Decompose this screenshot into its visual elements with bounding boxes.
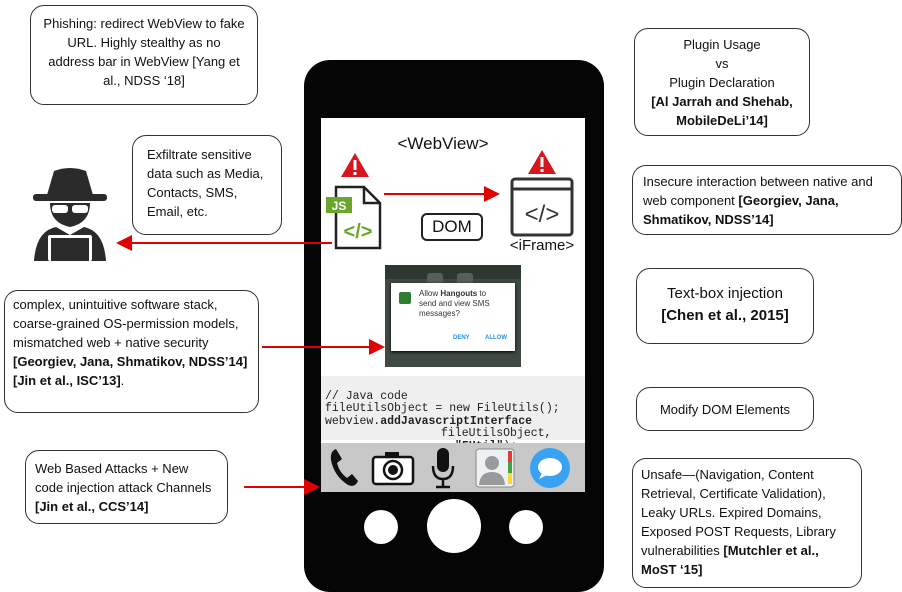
- exfiltrate-note: Exfiltrate sensitive data such as Media,…: [132, 135, 282, 235]
- complex-text: complex, unintuitive software stack, coa…: [13, 297, 239, 350]
- js-file-icon: JS </>: [326, 185, 382, 250]
- plugin-line3: Plugin Declaration: [669, 75, 775, 90]
- unsafe-citation: [Mutchler et al., MoST ‘15]: [641, 543, 819, 577]
- right-button[interactable]: [509, 510, 543, 544]
- hacker-icon: [33, 168, 107, 261]
- contacts-icon[interactable]: [474, 447, 516, 489]
- insecure-text: Insecure interaction between native and …: [643, 174, 873, 208]
- webattacks-citation: [Jin et al., CCS’14]: [35, 499, 149, 514]
- unsafe-note: Unsafe—(Navigation, Content Retrieval, C…: [632, 458, 862, 588]
- textbox-citation: [Chen et al., 2015]: [661, 307, 789, 324]
- textbox-title: Text-box injection: [667, 285, 783, 302]
- plugin-line2: vs: [715, 56, 729, 71]
- dom-label: DOM: [432, 217, 472, 236]
- dialog-title-pre: Allow: [419, 289, 441, 298]
- plugin-citation: [Al Jarrah and Shehab, MobileDeLi’14]: [651, 94, 793, 128]
- messages-icon[interactable]: [528, 446, 572, 490]
- hangouts-icon: [399, 292, 411, 304]
- code-line-3: webview.addJavascriptInterface: [325, 414, 533, 428]
- webattacks-note: Web Based Attacks + New code injection a…: [25, 450, 228, 524]
- js-badge-label: JS: [332, 199, 347, 213]
- complex-citation: [Georgiev, Jana, Shmatikov, NDSS’14] [Ji…: [13, 354, 248, 388]
- plugin-line1: Plugin Usage: [683, 37, 761, 52]
- iframe-code-glyph: </>: [525, 201, 560, 228]
- warning-icon: [528, 150, 556, 174]
- code-comment: // Java code: [325, 389, 408, 403]
- dialog-line3: messages?: [419, 309, 460, 318]
- insecure-citation: [Georgiev, Jana, Shmatikov, NDSS’14]: [643, 193, 839, 227]
- code-block: // Java code fileUtilsObject = new FileU…: [321, 376, 585, 452]
- home-button[interactable]: [427, 499, 481, 553]
- complex-note: complex, unintuitive software stack, coa…: [4, 290, 259, 413]
- iframe-label: <iFrame>: [509, 237, 575, 254]
- complex-tail: .: [120, 373, 125, 388]
- phishing-text: Phishing: redirect WebView to fake URL. …: [43, 16, 245, 88]
- iframe-icon: </>: [510, 177, 574, 237]
- phone-icon[interactable]: [328, 446, 360, 488]
- exfiltrate-text: Exfiltrate sensitive data such as Media,…: [147, 147, 264, 219]
- left-button[interactable]: [364, 510, 398, 544]
- permission-screenshot: Allow Hangouts to send and view SMS mess…: [385, 265, 521, 367]
- microphone-icon[interactable]: [430, 446, 456, 490]
- deny-button[interactable]: DENY: [453, 335, 470, 341]
- webattacks-text: Web Based Attacks + New code injection a…: [35, 461, 212, 495]
- code-line-4: fileUtilsObject,: [441, 427, 552, 440]
- insecure-note: Insecure interaction between native and …: [632, 165, 902, 235]
- permission-dialog: Allow Hangouts to send and view SMS mess…: [391, 283, 515, 351]
- plugin-note: Plugin Usage vs Plugin Declaration [Al J…: [634, 28, 810, 136]
- textbox-note: Text-box injection [Chen et al., 2015]: [636, 268, 814, 344]
- js-code-glyph: </>: [344, 221, 373, 243]
- modify-note: Modify DOM Elements: [636, 387, 814, 431]
- dialog-app-name: Hangouts: [440, 289, 478, 298]
- modify-text: Modify DOM Elements: [659, 402, 791, 417]
- dialog-title-post: to: [477, 289, 487, 298]
- code-line-2: fileUtilsObject = new FileUtils();: [325, 402, 560, 415]
- allow-button[interactable]: ALLOW: [485, 335, 507, 341]
- phishing-note: Phishing: redirect WebView to fake URL. …: [30, 5, 258, 105]
- unsafe-text: Unsafe—(Navigation, Content Retrieval, C…: [641, 467, 836, 558]
- camera-icon[interactable]: [371, 450, 415, 486]
- warning-icon: [341, 153, 369, 177]
- dom-box: DOM: [421, 213, 483, 241]
- webview-label: <WebView>: [397, 134, 489, 153]
- dialog-line2: send and view SMS: [419, 299, 490, 308]
